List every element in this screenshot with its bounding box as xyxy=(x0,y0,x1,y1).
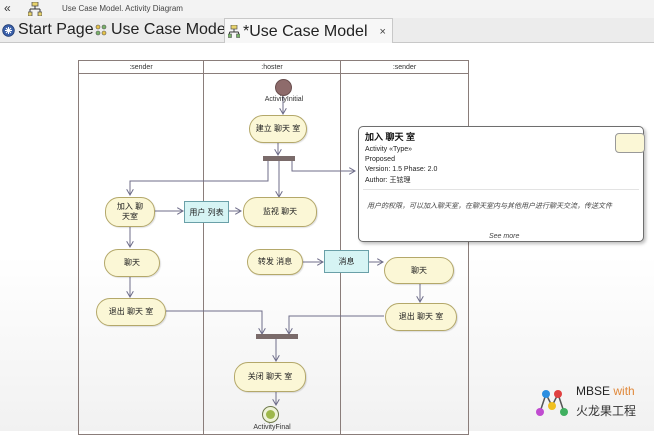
tab-bar: Start Page Use Case Model *Use Case Mode… xyxy=(0,18,654,44)
tab-label: Start Page xyxy=(18,21,94,38)
popup-type: Activity «Type» xyxy=(365,146,413,153)
logo-brand-text: MBSE xyxy=(576,384,611,398)
logo-brand: MBSE with xyxy=(576,384,635,398)
object-user-list[interactable]: 用户 列表 xyxy=(184,201,229,223)
diagram-toolbar: « Use Case Model. Activity Diagram xyxy=(0,0,654,19)
activity-close-room[interactable]: 关闭 聊天 室 xyxy=(234,362,306,392)
activity-create-room[interactable]: 建立 聊天 室 xyxy=(249,115,307,143)
logo-company: 火龙果工程 xyxy=(576,404,637,418)
activity-exit-room-right[interactable]: 退出 聊天 室 xyxy=(385,303,457,331)
mbse-logo-icon xyxy=(536,390,568,416)
activity-chat-right[interactable]: 聊天 xyxy=(384,257,454,284)
element-tooltip-popup: 加入 聊天 室 Activity «Type» Proposed Version… xyxy=(358,126,645,242)
popup-title: 加入 聊天 室 xyxy=(365,132,416,142)
see-more-link[interactable]: See more xyxy=(489,233,520,240)
popup-divider xyxy=(363,189,639,190)
fork-bar[interactable] xyxy=(263,156,295,161)
collapse-panel-button[interactable]: « xyxy=(4,1,11,15)
tab-use-case-model[interactable]: Use Case Model xyxy=(94,18,229,42)
activity-label: 加入 聊 xyxy=(116,202,144,211)
lane-header: :sender xyxy=(79,61,203,74)
final-node[interactable] xyxy=(262,406,279,423)
final-node-label: ActivityFinal xyxy=(253,424,291,431)
activity-forward-message[interactable]: 转发 消息 xyxy=(247,249,303,275)
start-page-icon xyxy=(2,23,15,37)
activity-chat-left[interactable]: 聊天 xyxy=(104,249,160,277)
lane-header: :sender xyxy=(341,61,468,74)
activity-join-room[interactable]: 加入 聊 天室 xyxy=(105,197,155,227)
join-bar[interactable] xyxy=(256,334,298,339)
object-message[interactable]: 消息 xyxy=(324,250,369,273)
use-case-model-icon xyxy=(94,24,108,37)
tab-label: *Use Case Model xyxy=(243,22,368,40)
initial-node[interactable] xyxy=(275,79,292,96)
popup-version: Version: 1.5 Phase: 2.0 xyxy=(365,166,438,173)
tab-active-use-case-model[interactable]: *Use Case Model × xyxy=(224,18,393,44)
initial-node-label: ActivityInitial xyxy=(264,96,304,103)
popup-description: 用户的权限，可以加入聊天室，在聊天室内与其他用户进行聊天交流，传送文件 xyxy=(367,203,612,210)
connectors xyxy=(0,96,446,431)
logo-with-text: with xyxy=(613,384,635,398)
activity-monitor-chat[interactable]: 监视 聊天 xyxy=(243,197,317,227)
lane-header: :hoster xyxy=(204,61,340,74)
tab-label: Use Case Model xyxy=(111,21,230,38)
activity-exit-room-left[interactable]: 退出 聊天 室 xyxy=(96,298,166,326)
activity-diagram-icon xyxy=(228,25,240,38)
activity-label: 天室 xyxy=(122,212,138,221)
activity-shape-preview-icon xyxy=(615,133,645,153)
tab-start-page[interactable]: Start Page xyxy=(2,18,94,42)
popup-author: Author: 王铉理 xyxy=(365,177,411,184)
popup-status: Proposed xyxy=(365,156,395,163)
close-tab-icon[interactable]: × xyxy=(379,25,386,38)
breadcrumb: Use Case Model. Activity Diagram xyxy=(62,4,183,13)
